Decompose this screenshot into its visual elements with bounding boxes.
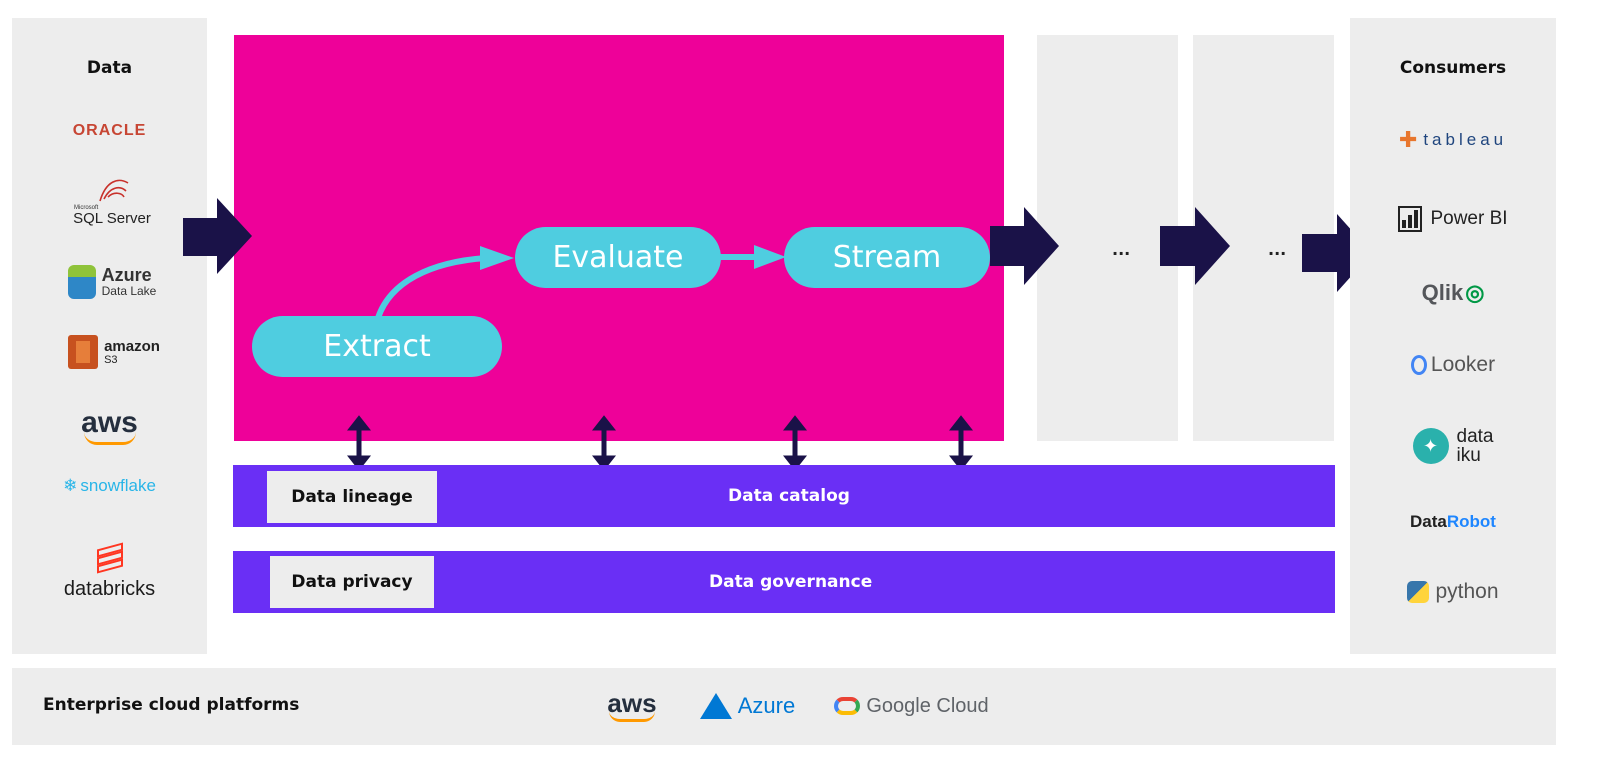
data-governance-label: Data governance: [709, 572, 873, 592]
dataiku-bird-icon: ✦: [1412, 428, 1449, 464]
snowflake-icon: ❄: [63, 476, 78, 495]
datarobot-label-a: Data: [1410, 512, 1447, 531]
data-catalog-label: Data catalog: [728, 486, 850, 506]
sql-server-brand: Microsoft: [74, 204, 99, 211]
azure-dl-title: Azure: [101, 265, 152, 285]
extract-to-evaluate-arrow: [375, 255, 487, 320]
amazon-s3-icon: [68, 335, 99, 369]
azure-dl-subtitle: Data Lake: [101, 284, 157, 298]
evaluate-label: Evaluate: [552, 240, 684, 275]
evaluate-step: Evaluate: [515, 227, 721, 288]
data-lineage-tag: Data lineage: [267, 471, 437, 523]
dataiku-logo: ✦ data iku: [1350, 424, 1556, 468]
footer-aws-logo: aws: [602, 686, 662, 726]
databricks-logo: databricks: [52, 542, 167, 602]
power-bi-icon: [1398, 206, 1423, 232]
footer-google-cloud-logo: Google Cloud: [834, 690, 989, 722]
enterprise-cloud-footer: Enterprise cloud platforms aws Azure Goo…: [12, 668, 1556, 745]
dataiku-label-1: data: [1456, 426, 1494, 447]
vertical-double-arrows: [346, 415, 974, 471]
datarobot-label-b: Robot: [1446, 512, 1496, 531]
azure-data-lake-icon: [67, 265, 96, 299]
tableau-icon: ✚: [1398, 127, 1418, 152]
azure-data-lake-logo: Azure Data Lake: [62, 261, 162, 303]
tableau-label: tableau: [1423, 130, 1508, 149]
looker-icon: [1410, 355, 1427, 375]
python-icon: [1407, 581, 1430, 603]
footer-google-label: Google Cloud: [866, 694, 989, 717]
power-bi-label: Power BI: [1430, 208, 1508, 229]
azure-icon: [699, 693, 732, 719]
oracle-label: ORACLE: [72, 122, 147, 139]
python-label: python: [1435, 580, 1499, 603]
looker-logo: Looker: [1350, 350, 1556, 380]
qlik-logo: Qlik ◎: [1350, 278, 1556, 308]
footer-azure-logo: Azure: [695, 690, 800, 722]
footer-aws-smile-icon: [609, 711, 655, 722]
input-arrow-icon: [183, 198, 252, 274]
databricks-label: databricks: [63, 577, 156, 600]
power-bi-logo: Power BI: [1350, 204, 1556, 234]
qlik-q-icon: ◎: [1465, 280, 1485, 305]
extract-step: Extract: [252, 316, 502, 377]
google-cloud-icon: [834, 697, 861, 715]
amazon-s3-subtitle: S3: [104, 353, 118, 366]
aws-smile-icon: [83, 432, 136, 445]
data-sources-panel: Data ORACLE Microsoft SQL Server Azure D…: [12, 18, 207, 654]
tableau-logo: ✚ tableau: [1350, 126, 1556, 154]
sql-server-icon: [99, 179, 129, 201]
dataiku-label-2: iku: [1456, 445, 1481, 466]
data-panel-title: Data: [86, 58, 133, 78]
ellipsis-2: ...: [1268, 240, 1287, 259]
sql-server-logo: Microsoft SQL Server: [72, 172, 152, 228]
oracle-logo: ORACLE: [12, 120, 207, 142]
stream-step: Stream: [784, 227, 990, 288]
output-arrow-icon-1: [990, 207, 1059, 285]
ellipsis-1: ...: [1112, 240, 1131, 259]
consumers-panel: Consumers ✚ tableau Power BI Qlik ◎ Look…: [1350, 18, 1556, 654]
stream-label: Stream: [832, 240, 942, 275]
snowflake-label: snowflake: [80, 476, 156, 495]
footer-azure-label: Azure: [737, 693, 796, 718]
extract-label: Extract: [323, 329, 431, 364]
amazon-s3-title: amazon: [104, 337, 160, 355]
output-arrow-icon-2: [1160, 207, 1230, 285]
footer-title: Enterprise cloud platforms: [43, 695, 300, 715]
python-logo: python: [1350, 576, 1556, 608]
data-privacy-tag: Data privacy: [270, 556, 434, 608]
amazon-s3-logo: amazon S3: [64, 332, 164, 372]
looker-label: Looker: [1430, 353, 1496, 376]
qlik-label: Qlik: [1421, 280, 1464, 305]
pipeline-stage-placeholder-1: [1037, 35, 1178, 441]
snowflake-logo: ❄ snowflake: [52, 474, 167, 498]
aws-logo: aws: [72, 404, 147, 448]
consumers-panel-title: Consumers: [1399, 58, 1507, 78]
sql-server-label: SQL Server: [73, 209, 151, 227]
